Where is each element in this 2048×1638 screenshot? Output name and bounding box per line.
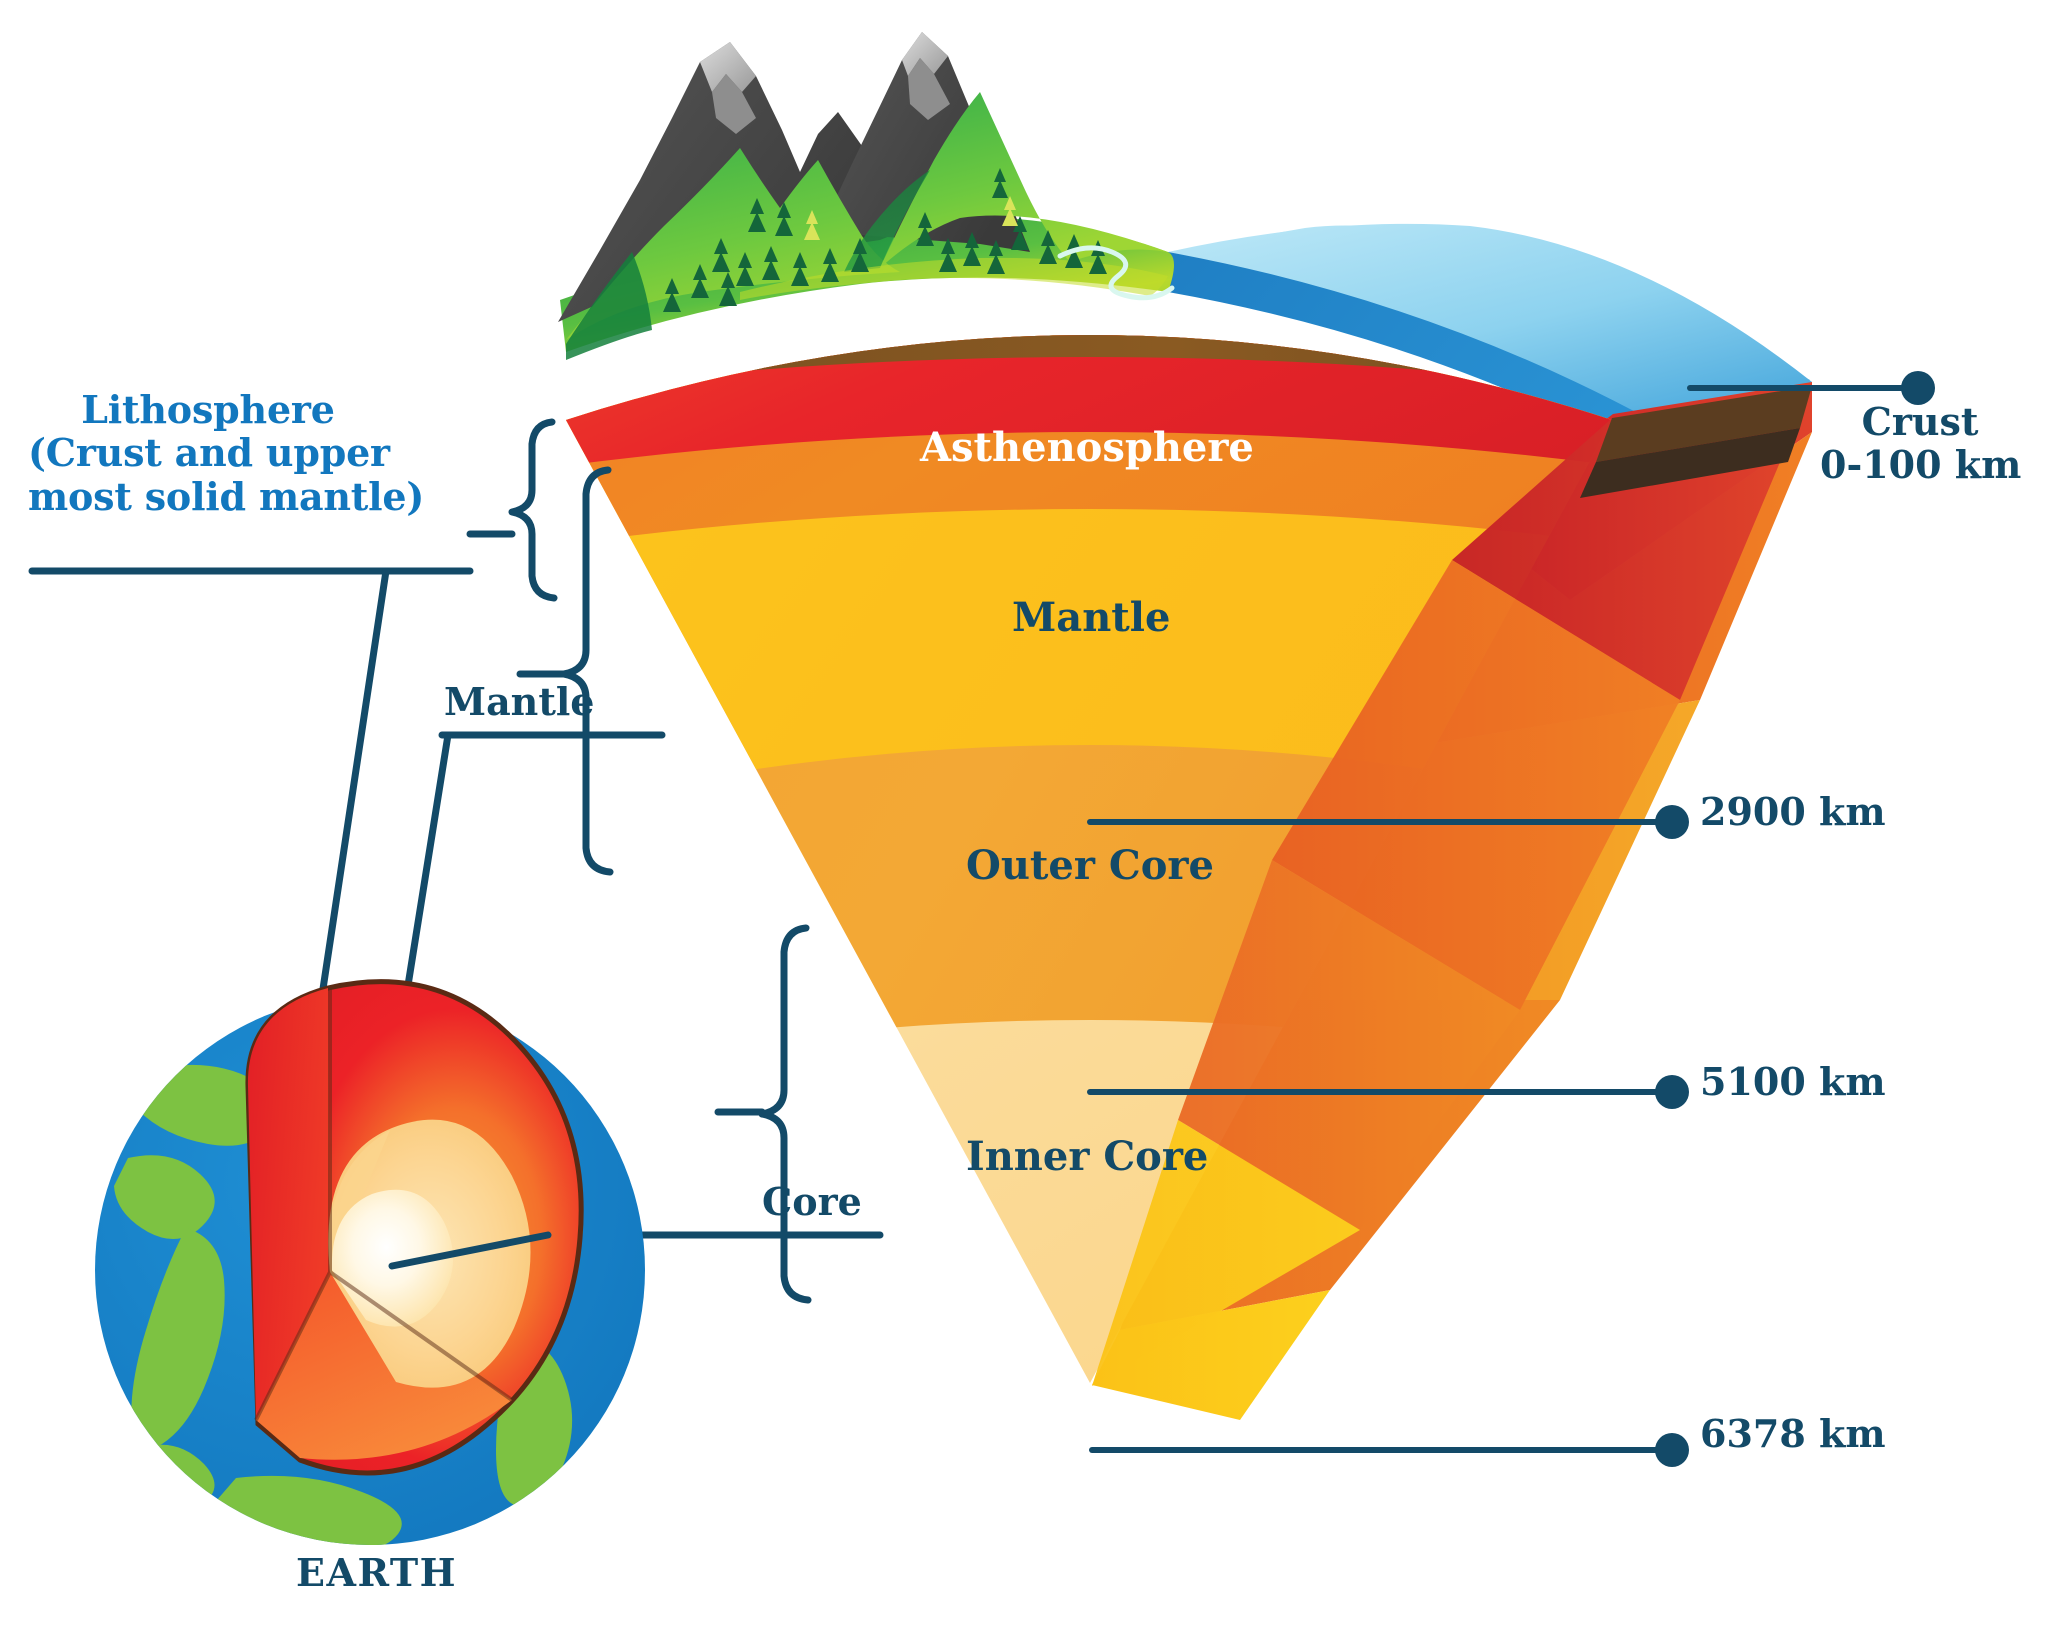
forest-slope-mid (844, 170, 930, 272)
tree-cluster (663, 168, 1107, 312)
wedge-side-overlay-mid (1272, 560, 1680, 1010)
peak-snow-left2 (712, 74, 756, 134)
depth-2900-label: 2900 km (1700, 789, 1886, 834)
wedge-side-overlay-low (1092, 1120, 1360, 1386)
globe-cut-face-bottom (256, 1272, 512, 1460)
wedge-side-overlay-crust (1596, 386, 1812, 462)
depth-6378-label: 6378 km (1700, 1411, 1886, 1456)
globe-seam-diagonal2 (328, 1270, 514, 1402)
dot-crust (1901, 371, 1935, 405)
ocean-surface-main (1168, 223, 1812, 448)
forest-shadow-left (566, 252, 652, 360)
wedge-side-overlay-mid2 (1178, 860, 1520, 1230)
depth-leaders (1087, 385, 1911, 1453)
brace-mantle (560, 466, 614, 876)
peak-snow-right (902, 32, 948, 76)
depth-5100-label: 5100 km (1700, 1059, 1886, 1104)
inner-core-label: Inner Core (966, 1133, 1209, 1180)
forest-meadow (740, 257, 1168, 300)
crust-depth-label: Crust 0-100 km (1820, 399, 2022, 488)
forest-slope-right (880, 92, 1168, 268)
river (1057, 245, 1175, 301)
surface-terrain (558, 32, 1812, 486)
earth-caption: EARTH (296, 1550, 458, 1595)
depth-dots (1655, 371, 1935, 1467)
core-pointer (388, 1231, 552, 1270)
dot-2900 (1655, 805, 1689, 839)
brace-core (758, 924, 812, 1304)
tree-highlight (804, 196, 1018, 240)
ocean-edge-front (1168, 252, 1700, 486)
wedge-side-overlay-crust2 (1580, 428, 1800, 498)
dot-5100 (1655, 1075, 1689, 1109)
brace-lithosphere (508, 418, 558, 602)
mantle-left-label: Mantle (444, 679, 595, 724)
lithosphere-label: Lithosphere (Crust and upper most solid … (28, 387, 425, 519)
core-left-label: Core (762, 1179, 862, 1224)
peak-snow-left (700, 42, 756, 92)
dot-6378 (1655, 1433, 1689, 1467)
outer-core-label: Outer Core (966, 842, 1214, 889)
dropline-lithosphere (314, 567, 390, 1026)
mantle-layer-label: Mantle (1012, 594, 1171, 641)
peak-snow-right2 (908, 58, 950, 120)
earth-globe (95, 979, 645, 1545)
asthenosphere-label: Asthenosphere (920, 424, 1254, 471)
wedge-side-inner-core (1092, 1290, 1330, 1420)
globe-seam-diagonal (254, 1271, 332, 1421)
forest-slope-left (566, 148, 900, 340)
left-braces (466, 418, 812, 1304)
